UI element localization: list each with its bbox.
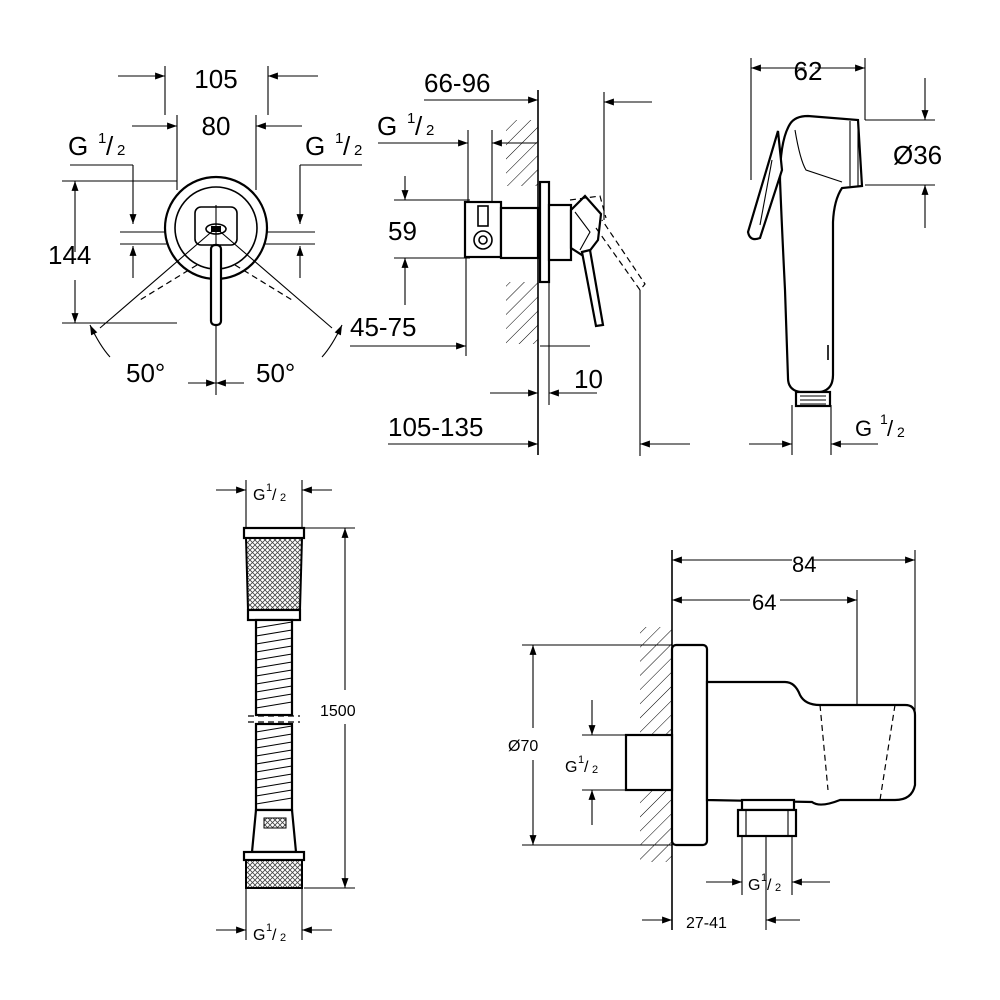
svg-text:/: / [415, 111, 423, 141]
dim-84: 84 [792, 552, 816, 577]
dim-80: 80 [202, 111, 231, 141]
svg-text:G: G [565, 759, 577, 776]
mixer-side-view: 66-96 G 1 / 2 59 [350, 68, 690, 456]
thread-label-left-top: G 1 / 2 [68, 130, 125, 161]
svg-text:1: 1 [266, 922, 272, 934]
dim-1500: 1500 [320, 703, 356, 720]
svg-text:2: 2 [117, 142, 125, 159]
svg-text:1: 1 [407, 110, 415, 127]
dim-d70: Ø70 [508, 738, 538, 755]
dim-64: 64 [752, 590, 776, 615]
dim-62: 62 [794, 56, 823, 86]
svg-text:/: / [106, 131, 114, 161]
svg-text:1: 1 [578, 754, 584, 766]
hose-corrugation-upper [254, 618, 294, 717]
svg-text:2: 2 [280, 492, 286, 504]
svg-text:G: G [68, 131, 88, 161]
dim-10: 10 [574, 364, 603, 394]
svg-text:2: 2 [592, 764, 598, 776]
svg-text:G: G [253, 487, 265, 504]
svg-text:1: 1 [335, 130, 343, 147]
svg-text:1: 1 [98, 130, 106, 147]
thread-label-side: G 1 / 2 [377, 110, 434, 141]
hose-view: G 1 / 2 1500 [216, 480, 356, 944]
svg-text:/: / [272, 927, 277, 944]
svg-text:/: / [584, 759, 589, 776]
svg-text:1: 1 [880, 411, 888, 427]
dim-66-96: 66-96 [424, 68, 491, 98]
thread-label-right-top: G 1 / 2 [305, 130, 362, 161]
thread-label-shower: G 1 / 2 [855, 411, 905, 441]
dim-59: 59 [388, 216, 417, 246]
wall-outlet-view: 84 64 Ø70 G 1 / 2 [508, 550, 917, 932]
thread-label-hose-bottom: G 1 / 2 [253, 922, 286, 944]
thread-label-hose-top: G 1 / 2 [253, 482, 286, 504]
thread-label-outlet-side: G 1 / 2 [565, 754, 598, 776]
dim-45-75: 45-75 [350, 312, 417, 342]
svg-text:2: 2 [280, 932, 286, 944]
svg-text:G: G [748, 877, 760, 894]
svg-text:/: / [767, 877, 772, 894]
svg-text:G: G [377, 111, 397, 141]
dim-d36: Ø36 [893, 140, 942, 170]
dim-105: 105 [194, 64, 237, 94]
svg-text:/: / [887, 416, 894, 441]
svg-text:1: 1 [266, 482, 272, 494]
dim-27-41: 27-41 [686, 915, 727, 932]
svg-text:/: / [272, 487, 277, 504]
thread-label-outlet-bottom: G 1 / 2 [748, 872, 781, 894]
svg-text:G: G [855, 416, 872, 441]
svg-text:G: G [253, 927, 265, 944]
dim-105-135: 105-135 [388, 412, 483, 442]
svg-text:G: G [305, 131, 325, 161]
dim-angle-left: 50° [126, 358, 165, 388]
svg-text:/: / [343, 131, 351, 161]
svg-text:2: 2 [897, 424, 905, 440]
svg-text:2: 2 [775, 882, 781, 894]
mixer-front-view: 105 80 G 1 / 2 G 1 / 2 [48, 64, 362, 395]
dim-144: 144 [48, 240, 91, 270]
hand-shower-view: 62 Ø36 G 1 / 2 [746, 56, 942, 455]
svg-text:2: 2 [426, 122, 434, 139]
svg-text:2: 2 [354, 142, 362, 159]
dim-angle-right: 50° [256, 358, 295, 388]
hose-corrugation-lower [254, 722, 294, 812]
svg-text:1: 1 [761, 872, 767, 884]
